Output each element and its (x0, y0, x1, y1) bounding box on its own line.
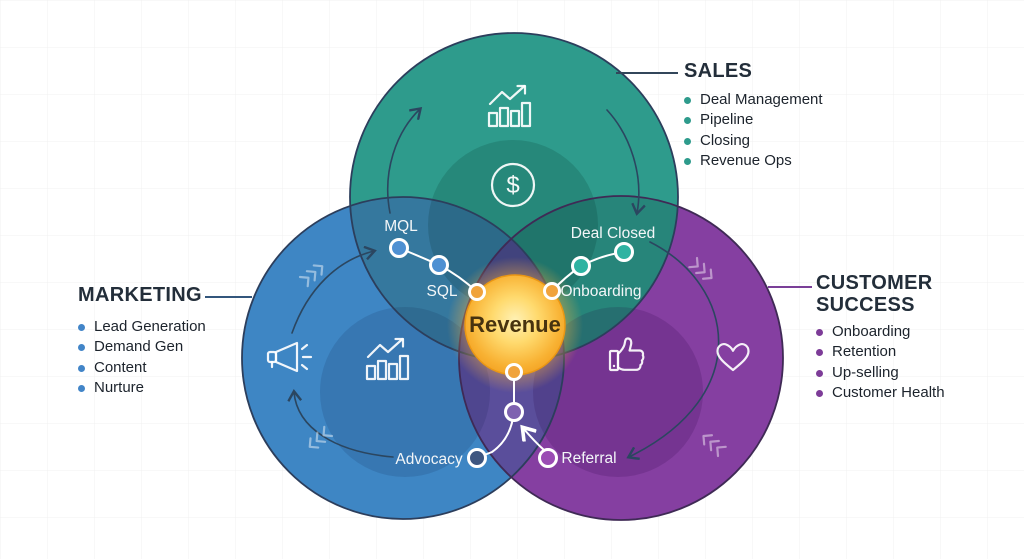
node-revenue-left (468, 283, 486, 301)
mql-label: MQL (384, 218, 418, 235)
list-item-label: Pipeline (700, 111, 754, 129)
customer-success-list: Onboarding Retention Up-selling Customer… (816, 322, 1006, 404)
list-item: Content (78, 358, 278, 378)
bullet-dot (816, 328, 823, 336)
customer-success-title: CUSTOMER SUCCESS (816, 272, 933, 316)
thumbs-up-icon (608, 337, 645, 372)
bullet-dot (78, 344, 85, 352)
node-onboarding (571, 256, 591, 276)
list-item: Customer Health (816, 383, 1006, 403)
onboarding-label: Onboarding (560, 283, 641, 300)
list-item: Closing (684, 131, 904, 151)
bullet-dot (78, 323, 85, 331)
flow-arrow-sales-left (386, 109, 420, 214)
svg-text:$: $ (506, 172, 519, 199)
list-item: Retention (816, 342, 1006, 362)
list-item-label: Closing (700, 131, 751, 149)
node-referral (538, 448, 558, 468)
bullet-dot (684, 137, 691, 145)
node-deal-closed (614, 242, 634, 262)
list-item: Lead Generation (78, 317, 278, 337)
flow-arrow-cs (629, 241, 720, 457)
deal-closed-label: Deal Closed (571, 225, 655, 242)
customer-success-panel: CUSTOMER SUCCESS Onboarding Retention Up… (816, 272, 1006, 404)
list-item: Nurture (78, 378, 278, 398)
sql-label: SQL (426, 283, 457, 300)
node-revenue-bottom (505, 363, 523, 381)
bullet-dot (684, 96, 691, 104)
flow-arrow-marketing-up (291, 251, 374, 334)
list-item-label: Customer Health (832, 384, 945, 402)
flow-arrow-sales-right (606, 109, 639, 213)
revenue-label: Revenue (469, 312, 561, 337)
list-item: Up-selling (816, 363, 1006, 383)
node-sql (429, 255, 449, 275)
sales-panel: SALES Deal Management Pipeline Closing R… (684, 60, 904, 172)
sales-list: Deal Management Pipeline Closing Revenue… (684, 90, 904, 172)
list-item: Onboarding (816, 322, 1006, 342)
heart-icon (716, 343, 750, 372)
list-item-label: Up-selling (832, 363, 899, 381)
bullet-dot (78, 364, 85, 372)
advocacy-label: Advocacy (395, 451, 462, 468)
node-revenue-right (543, 282, 561, 300)
marketing-panel: MARKETING Lead Generation Demand Gen Con… (78, 284, 278, 399)
list-item: Deal Management (684, 90, 904, 110)
bullet-dot (684, 117, 691, 125)
marketing-list: Lead Generation Demand Gen Content Nurtu… (78, 317, 278, 399)
list-item-label: Lead Generation (94, 318, 206, 335)
list-item: Demand Gen (78, 337, 278, 357)
sales-title: SALES (684, 60, 753, 82)
list-item-label: Retention (832, 343, 897, 361)
list-item-label: Deal Management (700, 91, 823, 108)
sales-inner-circle (428, 140, 598, 310)
referral-label: Referral (561, 450, 616, 467)
node-mql (389, 238, 409, 258)
list-item-label: Content (94, 358, 147, 376)
bullet-dot (816, 389, 823, 397)
dollar-icon: $ (490, 162, 536, 208)
list-item-label: Onboarding (832, 323, 911, 340)
list-item-label: Demand Gen (94, 338, 184, 356)
bullet-dot (816, 369, 823, 377)
referral-arrow (523, 428, 545, 451)
megaphone-icon (266, 341, 313, 373)
list-item: Revenue Ops (684, 151, 904, 171)
bullet-dot (816, 349, 823, 357)
list-item: Pipeline (684, 110, 904, 130)
node-advocacy (467, 448, 487, 468)
list-item-label: Revenue Ops (700, 152, 792, 170)
bullet-dot (78, 384, 85, 392)
marketing-inner-circle (320, 307, 490, 477)
marketing-title: MARKETING (78, 284, 202, 306)
list-item-label: Nurture (94, 379, 145, 397)
bullet-dot (684, 157, 691, 165)
node-advocacy-mid (504, 402, 524, 422)
